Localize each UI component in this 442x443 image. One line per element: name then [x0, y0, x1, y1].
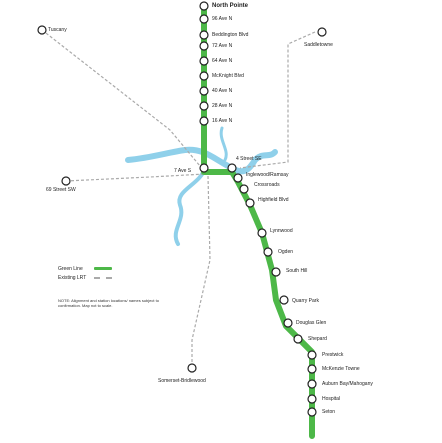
- station-label-quarry-park: Quarry Park: [292, 298, 319, 304]
- station-label-64-ave: 64 Ave N: [212, 58, 233, 64]
- station-label-douglas-glen: Douglas Glen: [296, 320, 327, 326]
- station-label-7-ave: 7 Ave S: [174, 168, 192, 174]
- station-marker-16-ave: [199, 116, 209, 126]
- map-legend: Green Line Existing LRT: [58, 264, 112, 282]
- station-marker-ogden: [263, 247, 273, 257]
- station-label-ogden: Ogden: [278, 249, 294, 255]
- legend-green-line: Green Line: [58, 264, 112, 273]
- river-branch: [219, 126, 228, 162]
- station-label-somerset: Somerset-Bridlewood: [158, 378, 206, 384]
- station-label-28-ave: 28 Ave N: [212, 103, 233, 109]
- station-marker-4-street-se: [227, 163, 237, 173]
- station-label-69-street: 69 Street SW: [46, 187, 76, 193]
- station-markers: [37, 1, 327, 417]
- elbow-river: [173, 166, 207, 246]
- station-marker-quarry-park: [279, 295, 289, 305]
- existing-lrt-west: [65, 173, 206, 182]
- station-marker-shepard: [293, 334, 303, 344]
- legend-green-line-label: Green Line: [58, 265, 83, 272]
- station-marker-saddletowne: [317, 27, 327, 37]
- existing-lrt-northwest: [41, 29, 206, 173]
- station-label-crossroads: Crossroads: [254, 182, 280, 188]
- existing-lrt-south: [191, 175, 211, 368]
- station-label-16-ave: 16 Ave N: [212, 118, 233, 124]
- station-marker-prestwick: [307, 350, 317, 360]
- station-marker-auburn-bay: [307, 379, 317, 389]
- station-marker-seton: [307, 407, 317, 417]
- station-label-prestwick: Prestwick: [322, 352, 344, 358]
- map-note: NOTE: Alignment and station locations/ n…: [58, 298, 159, 308]
- station-label-auburn-bay: Auburn Bay/Mahogany: [322, 381, 373, 387]
- legend-green-swatch: [94, 267, 112, 270]
- station-label-lynnwood: Lynnwood: [270, 228, 293, 234]
- station-marker-south-hill: [271, 267, 281, 277]
- station-marker-mckenzie-towne: [307, 364, 317, 374]
- station-label-72-ave: 72 Ave N: [212, 43, 233, 49]
- legend-existing-lrt-label: Existing LRT: [58, 274, 87, 281]
- station-marker-40-ave: [199, 86, 209, 96]
- station-marker-north-pointe: [199, 1, 209, 11]
- station-marker-69-street: [61, 176, 71, 186]
- station-label-40-ave: 40 Ave N: [212, 88, 233, 94]
- station-marker-tuscany: [37, 25, 47, 35]
- station-marker-mcknight: [199, 71, 209, 81]
- station-marker-somerset: [187, 363, 197, 373]
- station-marker-inglewood: [233, 173, 243, 183]
- station-marker-beddington: [199, 30, 209, 40]
- station-label-4-street-se: 4 Street SE: [236, 156, 262, 162]
- green-line-route: [201, 2, 315, 439]
- station-label-inglewood: Inglewood/Ramsay: [246, 172, 289, 178]
- station-label-seton: Seton: [322, 409, 336, 415]
- station-label-mcknight: McKnight Blvd: [212, 73, 244, 79]
- station-marker-64-ave: [199, 56, 209, 66]
- station-marker-lynnwood: [257, 228, 267, 238]
- station-marker-highfield: [245, 198, 255, 208]
- station-marker-7-ave: [199, 163, 209, 173]
- station-label-tuscany: Tuscany: [48, 27, 67, 33]
- station-label-hospital: Hospital: [322, 396, 341, 402]
- station-label-beddington: Beddington Blvd: [212, 32, 249, 38]
- station-label-mckenzie-towne: McKenzie Towne: [322, 366, 360, 372]
- station-marker-crossroads: [239, 184, 249, 194]
- station-marker-96-ave: [199, 14, 209, 24]
- station-label-south-hill: South Hill: [286, 268, 308, 274]
- station-marker-72-ave: [199, 41, 209, 51]
- legend-existing-lrt: Existing LRT: [58, 273, 112, 282]
- station-marker-douglas-glen: [283, 318, 293, 328]
- station-label-saddletowne: Saddletowne: [304, 42, 333, 48]
- legend-grey-swatch: [94, 276, 112, 279]
- station-label-north-pointe: North Pointe: [212, 3, 248, 9]
- station-label-96-ave: 96 Ave N: [212, 16, 233, 22]
- station-label-highfield: Highfield Blvd: [258, 197, 289, 203]
- station-marker-28-ave: [199, 101, 209, 111]
- existing-lrt-northeast: [239, 31, 316, 169]
- station-marker-hospital: [307, 394, 317, 404]
- station-label-shepard: Shepard: [308, 336, 327, 342]
